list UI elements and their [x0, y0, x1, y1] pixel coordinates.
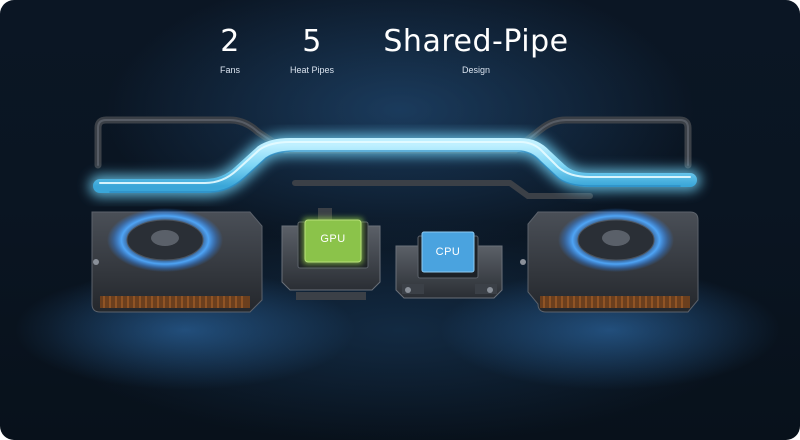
shared-heat-pipe	[93, 138, 697, 193]
spec-stats: 2 Fans 5 Heat Pipes Shared-Pipe Design	[0, 0, 800, 90]
gpu-module	[281, 208, 381, 300]
right-fan	[520, 208, 699, 313]
cpu-label: CPU	[435, 246, 461, 258]
stat-design-label: Design	[461, 65, 490, 75]
left-fan	[91, 208, 263, 313]
cpu-chip	[421, 231, 475, 273]
stat-heat-pipes: 5 Heat Pipes	[284, 24, 340, 76]
cpu-module	[395, 231, 503, 299]
stat-fans-label: Fans	[219, 65, 240, 75]
gpu-label: GPU	[320, 233, 346, 245]
stat-heat-pipes-label: Heat Pipes	[289, 65, 335, 75]
gpu-chip	[304, 219, 362, 263]
stat-fans: 2 Fans	[208, 24, 252, 76]
stat-heat-pipes-value: 5	[302, 24, 322, 59]
heat-pipe-lower	[292, 180, 593, 199]
stat-fans-value: 2	[220, 24, 240, 59]
stat-design: Shared-Pipe Design	[378, 24, 574, 76]
stat-design-value: Shared-Pipe	[383, 24, 569, 59]
